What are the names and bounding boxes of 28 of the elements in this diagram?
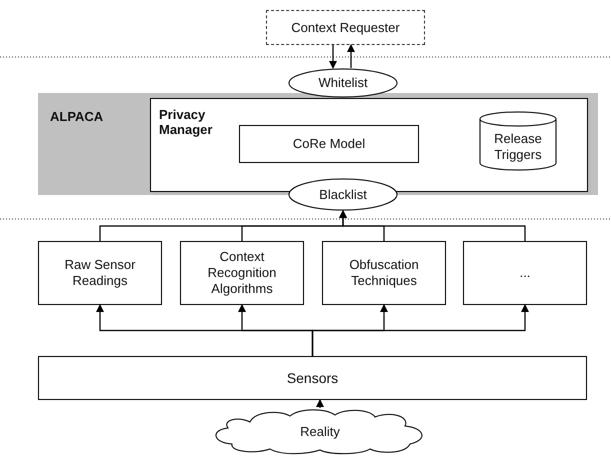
node-label: Context Recognition Algorithms — [206, 249, 278, 297]
arrow — [347, 44, 355, 68]
process-box — [239, 125, 419, 163]
arrow — [316, 399, 324, 408]
database-cylinder — [479, 111, 557, 171]
arrow — [329, 45, 337, 69]
node-label: ALPACA — [50, 108, 104, 126]
process-box — [463, 241, 587, 305]
node-label: Release Triggers — [493, 131, 543, 163]
requester-box — [266, 10, 425, 45]
process-box — [38, 241, 162, 305]
node-label: ... — [518, 265, 532, 281]
node-label: Context Requester — [290, 20, 401, 36]
node-label: Raw Sensor Readings — [64, 257, 136, 289]
filter-ellipse — [288, 68, 398, 98]
node-label: Blacklist — [318, 186, 368, 202]
node-label: Privacy Manager — [159, 107, 214, 137]
node-label: Sensors — [286, 368, 338, 388]
node-label: Obfuscation Techniques — [348, 257, 420, 289]
arrow — [339, 210, 526, 241]
node-label: Reality — [299, 424, 341, 440]
node-label: CoRe Model — [292, 136, 366, 152]
process-box — [322, 241, 446, 305]
node-label: Whitelist — [317, 75, 369, 91]
process-box — [38, 356, 587, 400]
process-box — [180, 241, 304, 305]
arrow — [312, 304, 529, 356]
filter-ellipse — [288, 178, 398, 211]
